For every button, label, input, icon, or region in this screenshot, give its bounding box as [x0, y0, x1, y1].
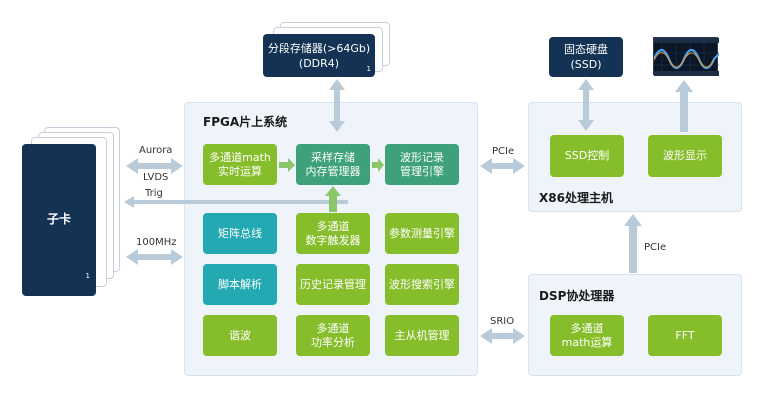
trig-label: Trig [145, 188, 163, 199]
multi-channel-trigger-block: 多通道 数字触发器 [296, 213, 370, 254]
ssd-label: 固态硬盘 (SSD) [564, 43, 608, 71]
daughter-card: 子卡 1 [22, 144, 96, 296]
daughter-card-page-number: 1 [85, 272, 90, 280]
history-management-block: 历史记录管理 [296, 264, 370, 305]
parameter-measure-engine-block: 参数测量引擎 [385, 213, 459, 254]
dsp-math-block: 多通道 math运算 [550, 315, 624, 356]
multi-math-block: 多通道math 实时运算 [203, 144, 277, 185]
clock-label: 100MHz [136, 237, 177, 248]
matrix-bus-block: 矩阵总线 [203, 213, 277, 254]
acq-to-rec-arrow [372, 158, 384, 172]
waveform-icon [652, 38, 720, 76]
dsp-title: DSP协处理器 [539, 289, 615, 303]
pcie-left-label: PCIe [492, 146, 515, 157]
fpga-title: FPGA片上系统 [203, 115, 288, 129]
clock-arrow [126, 249, 183, 265]
waveform-display-block: 波形显示 [648, 135, 722, 177]
daughter-card-title: 子卡 [46, 212, 71, 226]
trig-arrow [124, 196, 348, 208]
pcie-left-arrow [480, 158, 525, 174]
lvds-label: LVDS [143, 172, 169, 183]
ddr-storage-box: 分段存储器(>64Gb) (DDR4) 1 [263, 34, 375, 77]
srio-label: SRIO [490, 316, 515, 327]
ddr-storage-label: 分段存储器(>64Gb) (DDR4) [267, 42, 371, 70]
x86-title: X86处理主机 [539, 191, 613, 205]
srio-arrow [480, 328, 525, 344]
waveform-search-engine-block: 波形搜索引擎 [385, 264, 459, 305]
display-arrow [675, 80, 693, 132]
script-parse-block: 脚本解析 [203, 264, 277, 305]
aurora-arrow [126, 158, 183, 174]
ddr-page-number: 1 [366, 65, 371, 73]
waveform-record-engine-block: 波形记录 管理引擎 [385, 144, 459, 185]
pcie-right-arrow [624, 214, 642, 273]
ssd-control-block: SSD控制 [550, 135, 624, 177]
ssd-arrow [578, 79, 594, 131]
power-analysis-block: 多通道 功率分析 [296, 315, 370, 356]
ssd-box: 固态硬盘 (SSD) [549, 37, 623, 77]
master-slave-management-block: 主从机管理 [385, 315, 459, 356]
ddr-arrow [329, 79, 345, 132]
acq-memory-manager-block: 采样存储 内存管理器 [296, 144, 370, 185]
aurora-label: Aurora [139, 145, 173, 156]
trigger-to-acq-arrow [325, 186, 341, 212]
fft-block: FFT [648, 315, 722, 356]
waveform-display-image [652, 37, 720, 76]
pcie-right-label: PCIe [644, 242, 667, 253]
harmonic-block: 谐波 [203, 315, 277, 356]
math-to-acq-arrow [279, 158, 295, 172]
